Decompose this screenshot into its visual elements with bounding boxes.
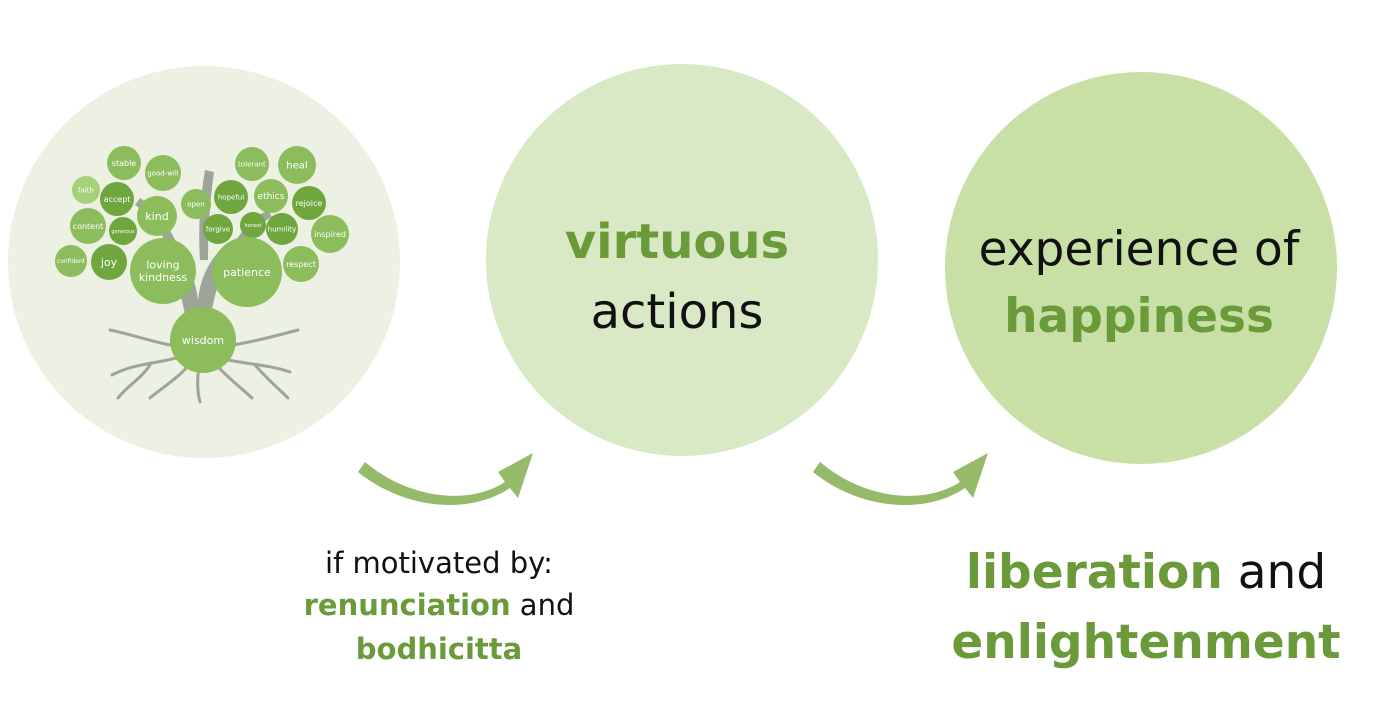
leaf-open	[181, 189, 211, 219]
leaf-good-will	[145, 155, 181, 191]
leaf-patience	[212, 237, 282, 307]
happiness-label: happiness	[1004, 289, 1274, 344]
leaf-label-stable: stable	[112, 159, 137, 168]
actions-label: actions	[591, 284, 764, 340]
leaf-label-joy: joy	[100, 256, 118, 269]
leaf-label-forgive: forgive	[206, 225, 230, 233]
leaf-heal	[278, 146, 316, 184]
leaf-label-loving-kindness: kindness	[139, 271, 188, 284]
curved-arrow-2	[813, 453, 988, 506]
leaf-accept	[100, 182, 134, 216]
leaf-kind	[137, 196, 177, 236]
curved-arrow-1	[358, 453, 533, 506]
motivation-and: and	[511, 588, 575, 622]
leaf-label-rejoice: rejoice	[296, 199, 323, 208]
motivation-line2: renunciation and	[304, 588, 575, 622]
leaf-faith	[72, 176, 100, 204]
leaf-generous	[109, 217, 137, 245]
enlightenment-label: enlightenment	[951, 615, 1340, 670]
leaf-label-patience: patience	[223, 266, 271, 279]
leaf-label-faith: faith	[78, 186, 94, 194]
leaf-label-hopeful: hopeful	[218, 193, 244, 201]
leaf-tolerant	[235, 147, 269, 181]
leaf-label-humility: humility	[268, 225, 296, 233]
leaf-label-content: content	[73, 222, 104, 231]
leaf-label-tolerant: tolerant	[238, 160, 266, 168]
leaf-rejoice	[292, 186, 326, 220]
leaf-confident	[55, 245, 87, 277]
leaf-content	[70, 208, 106, 244]
liberation-label: liberation	[966, 545, 1223, 600]
leaf-label-kind: kind	[145, 210, 168, 223]
leaf-label-confident: confident	[57, 258, 86, 265]
liberation-and: and	[1223, 545, 1326, 600]
leaf-label-respect: respect	[286, 260, 316, 269]
leaf-wisdom	[170, 307, 236, 373]
virtuous-actions-circle	[486, 64, 878, 456]
virtuous-label: virtuous	[565, 214, 789, 270]
leaf-honest	[240, 212, 266, 238]
leaf-humility	[266, 213, 298, 245]
leaf-respect	[283, 246, 319, 282]
leaf-inspired	[311, 215, 349, 253]
bodhicitta-label: bodhicitta	[356, 632, 522, 666]
tree-illustration: stable good-will faith accept kind content gen…	[55, 146, 349, 404]
leaf-ethics	[254, 179, 288, 213]
leaf-hopeful	[214, 180, 248, 214]
leaf-joy	[91, 244, 127, 280]
renunciation-label: renunciation	[304, 588, 511, 622]
leaf-label-inspired: inspired	[314, 230, 346, 239]
leaf-label-wisdom: wisdom	[182, 334, 224, 347]
leaf-label-heal: heal	[286, 161, 307, 172]
experience-of-label: experience of	[979, 222, 1301, 277]
happiness-circle	[945, 72, 1337, 464]
leaf-label-open: open	[187, 200, 204, 208]
leaf-label-ethics: ethics	[258, 192, 285, 202]
leaf-label-honest: honest	[244, 223, 261, 229]
leaf-label-generous: generous	[111, 229, 135, 235]
liberation-line: liberation and	[966, 545, 1326, 600]
leaf-label-good-will: good-will	[147, 169, 179, 177]
leaf-loving-kindness	[130, 238, 196, 304]
motivation-intro: if motivated by:	[325, 546, 553, 580]
leaf-label-loving-kindness: loving	[146, 259, 179, 272]
leaf-forgive	[203, 214, 233, 244]
leaf-stable	[107, 146, 141, 180]
leaf-label-accept: accept	[104, 195, 131, 204]
